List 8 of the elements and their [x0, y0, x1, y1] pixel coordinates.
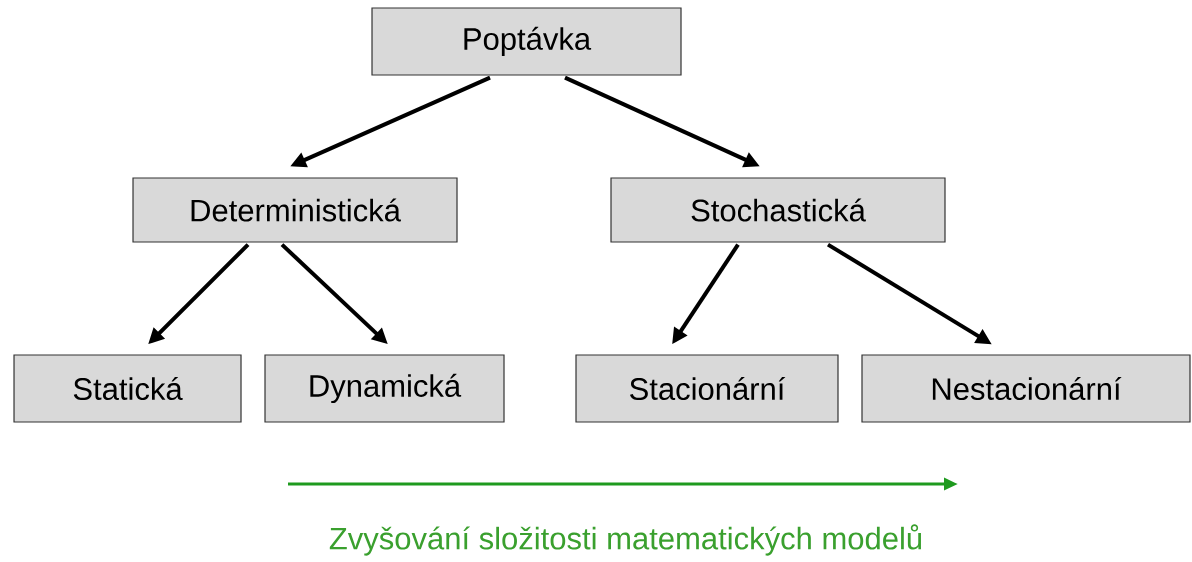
process-box: Deterministická — [132, 177, 458, 243]
process-box: Poptávka — [371, 7, 682, 76]
caption-text: Zvyšování složitosti matematických modelů — [329, 524, 922, 556]
process-box: Stochastická — [610, 177, 946, 243]
process-box: Nestacionární — [861, 354, 1191, 423]
process-box: Dynamická — [264, 354, 505, 423]
process-box: Statická — [13, 354, 242, 423]
process-box: Stacionární — [575, 354, 839, 423]
